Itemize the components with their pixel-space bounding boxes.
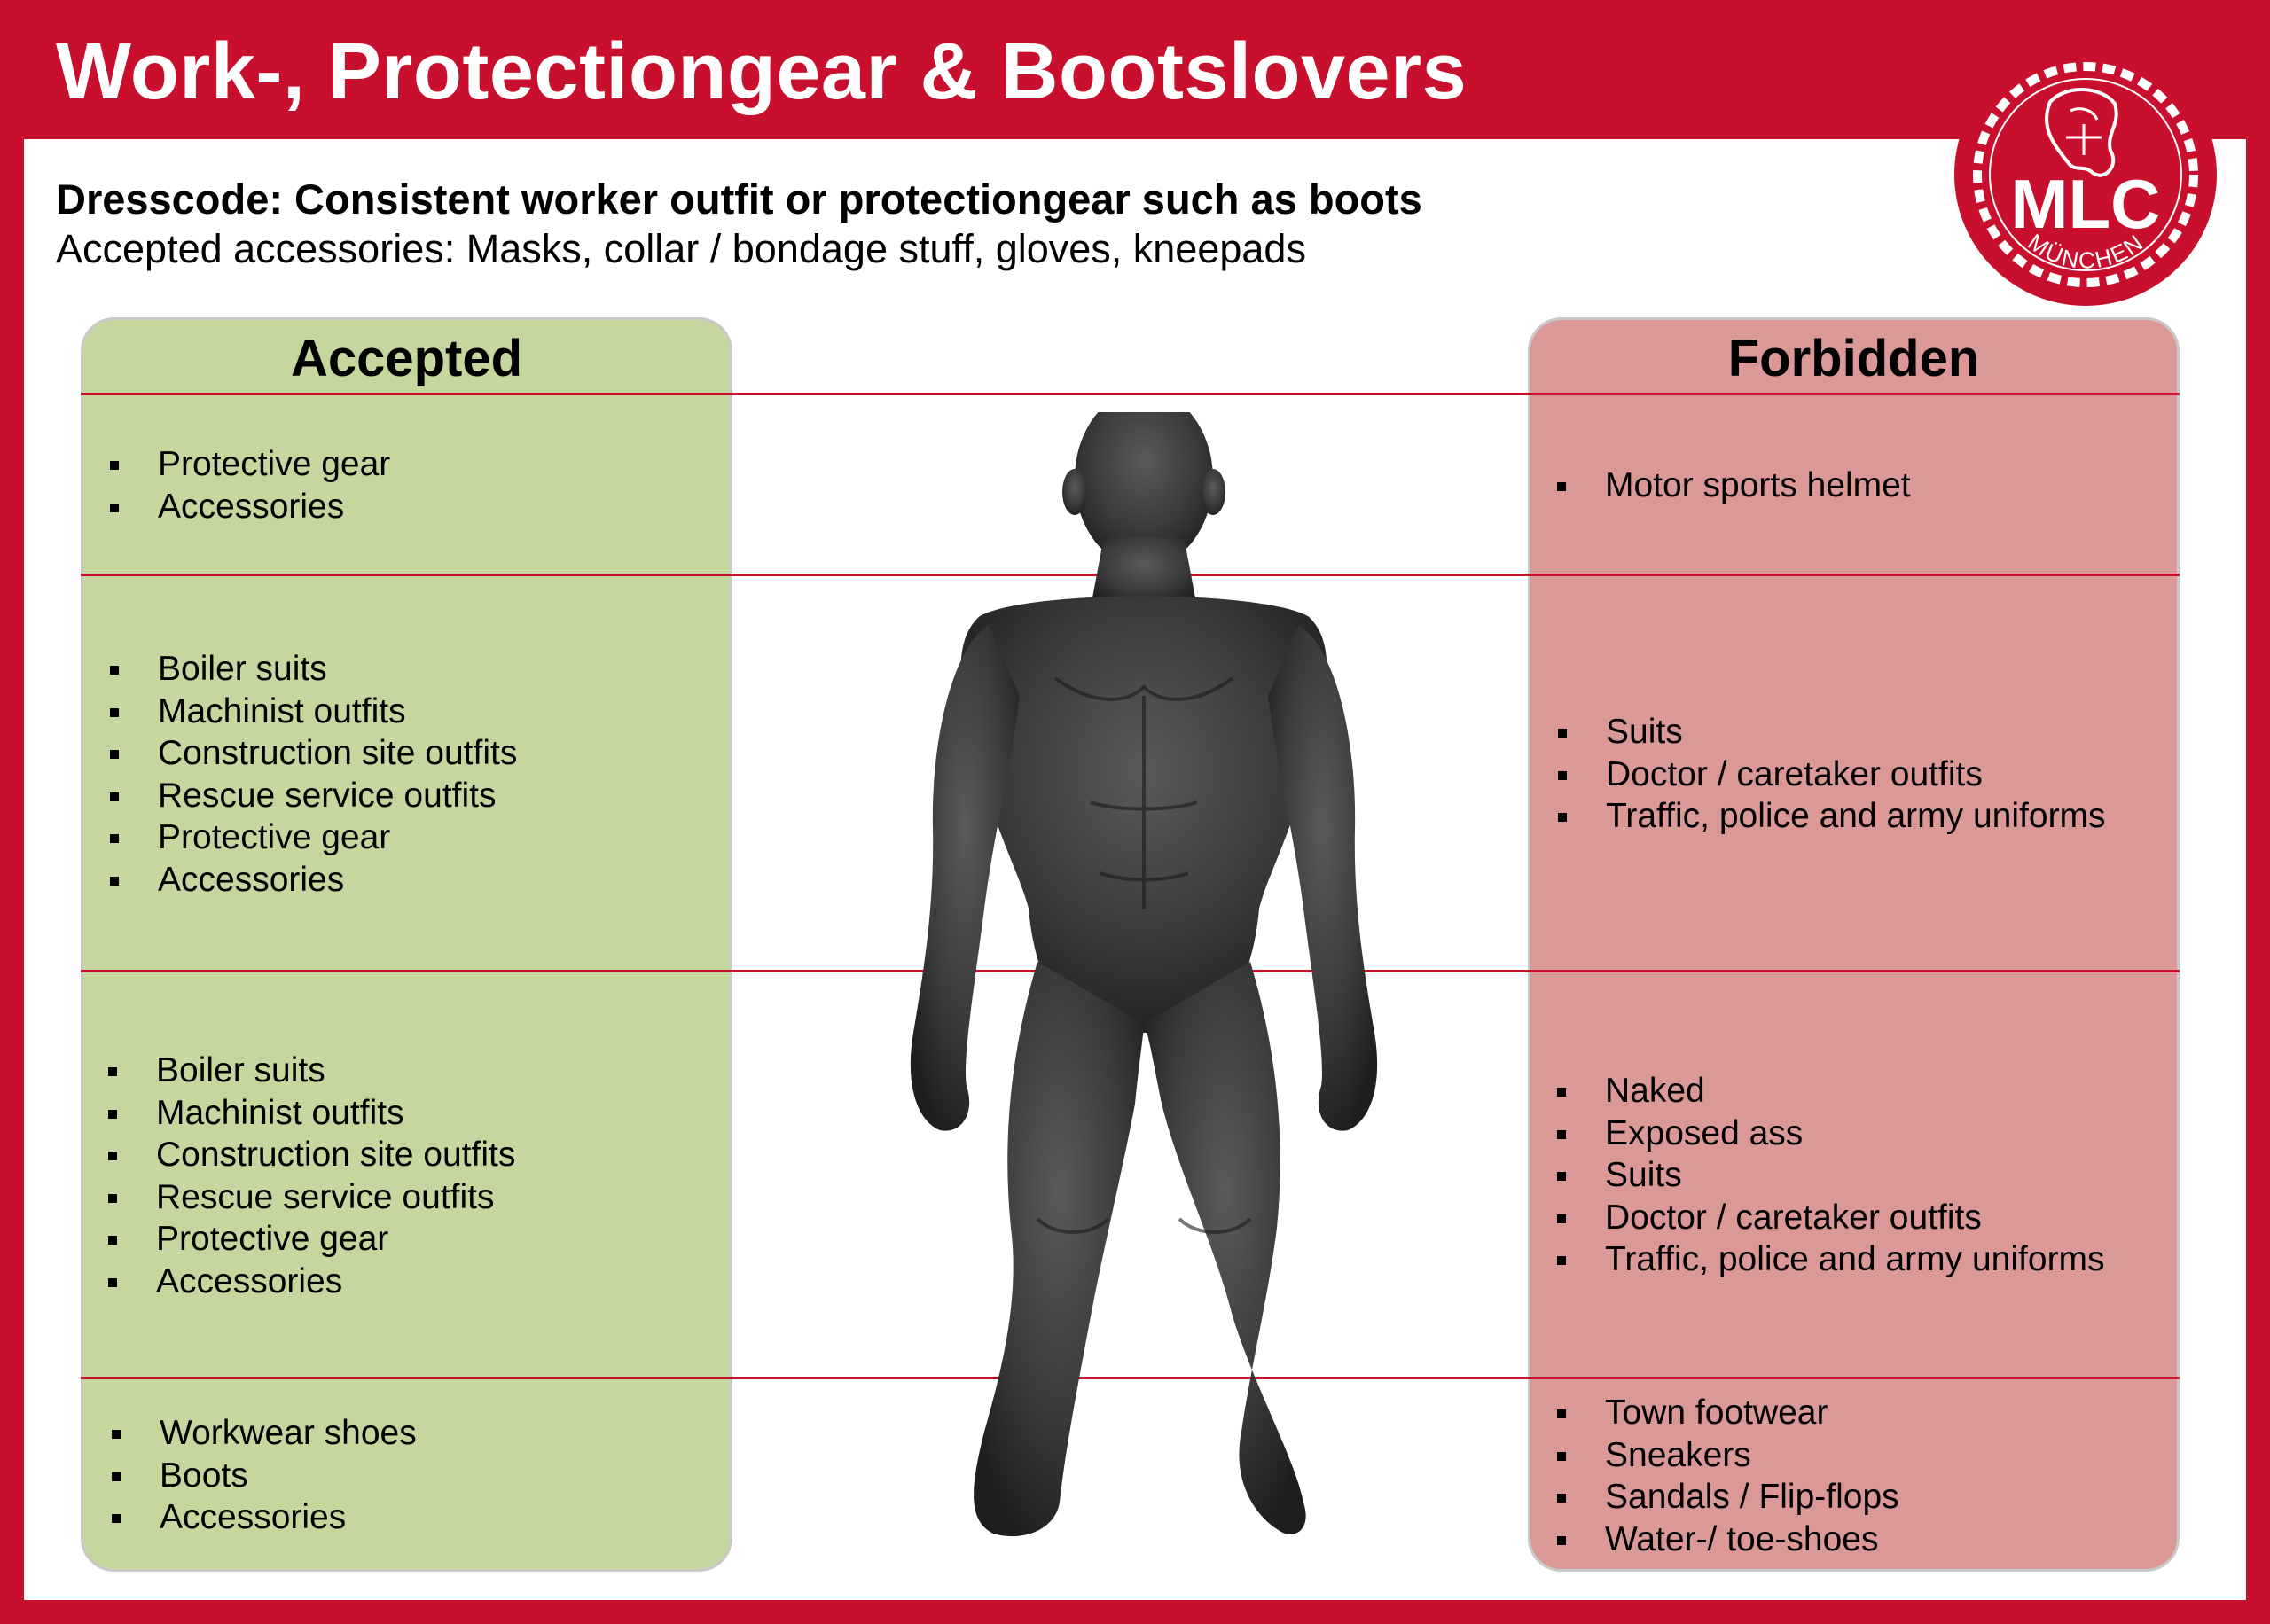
accepted-legs-list: Boiler suits Machinist outfits Construct… (108, 1050, 515, 1302)
forbidden-heading: Forbidden (1727, 330, 1980, 387)
list-item: Protective gear (108, 1218, 515, 1261)
forbidden-head-list: Motor sports helmet (1557, 465, 1911, 507)
list-item: Suits (1557, 1154, 2105, 1197)
list-item: Doctor / caretaker outfits (1557, 1197, 2105, 1239)
mannequin-figure-icon (910, 412, 1378, 1537)
list-item: Water-/ toe-shoes (1557, 1519, 1899, 1561)
list-item: Boiler suits (108, 1050, 515, 1092)
list-item: Rescue service outfits (108, 1176, 515, 1219)
list-item: Suits (1558, 711, 2106, 753)
list-item: Boiler suits (110, 648, 517, 691)
list-item: Accessories (110, 859, 517, 902)
list-item: Exposed ass (1557, 1113, 2105, 1155)
list-item: Town footwear (1557, 1392, 1899, 1434)
forbidden-panel: Forbidden (1528, 317, 2180, 1572)
list-item: Doctor / caretaker outfits (1558, 753, 2106, 796)
accepted-feet-list: Workwear shoes Boots Accessories (112, 1412, 417, 1539)
accepted-torso-list: Boiler suits Machinist outfits Construct… (110, 648, 517, 901)
list-item: Protective gear (110, 443, 390, 486)
list-item: Motor sports helmet (1557, 465, 1911, 507)
list-item: Traffic, police and army uniforms (1558, 795, 2106, 838)
zone-divider-legs (81, 1377, 2180, 1379)
forbidden-legs-list: Naked Exposed ass Suits Doctor / caretak… (1557, 1070, 2105, 1281)
list-item: Traffic, police and army uniforms (1557, 1238, 2105, 1281)
dresscode-text: Dresscode: Consistent worker outfit or p… (56, 176, 1422, 223)
accepted-heading: Accepted (290, 330, 523, 387)
list-item: Construction site outfits (110, 732, 517, 775)
list-item: Construction site outfits (108, 1134, 515, 1176)
forbidden-torso-list: Suits Doctor / caretaker outfits Traffic… (1558, 711, 2106, 838)
list-item: Workwear shoes (112, 1412, 417, 1455)
list-item: Boots (112, 1455, 417, 1497)
page-title: Work-, Protectiongear & Bootslovers (56, 27, 1468, 116)
zone-divider-top (81, 393, 2180, 395)
logo-mlc-text: MLC (2011, 165, 2161, 243)
list-item: Accessories (112, 1496, 417, 1539)
list-item: Accessories (110, 486, 390, 528)
list-item: Protective gear (110, 816, 517, 859)
forbidden-feet-list: Town footwear Sneakers Sandals / Flip-fl… (1557, 1392, 1899, 1560)
accessories-text: Accepted accessories: Masks, collar / bo… (56, 226, 1306, 271)
list-item: Rescue service outfits (110, 775, 517, 817)
accepted-panel: Accepted (81, 317, 732, 1572)
list-item: Sneakers (1557, 1434, 1899, 1477)
mlc-logo-icon: MLC MÜNCHEN (1954, 43, 2217, 306)
list-item: Machinist outfits (108, 1092, 515, 1135)
list-item: Sandals / Flip-flops (1557, 1476, 1899, 1519)
list-item: Naked (1557, 1070, 2105, 1113)
accepted-head-list: Protective gear Accessories (110, 443, 390, 527)
list-item: Accessories (108, 1261, 515, 1303)
list-item: Machinist outfits (110, 691, 517, 733)
